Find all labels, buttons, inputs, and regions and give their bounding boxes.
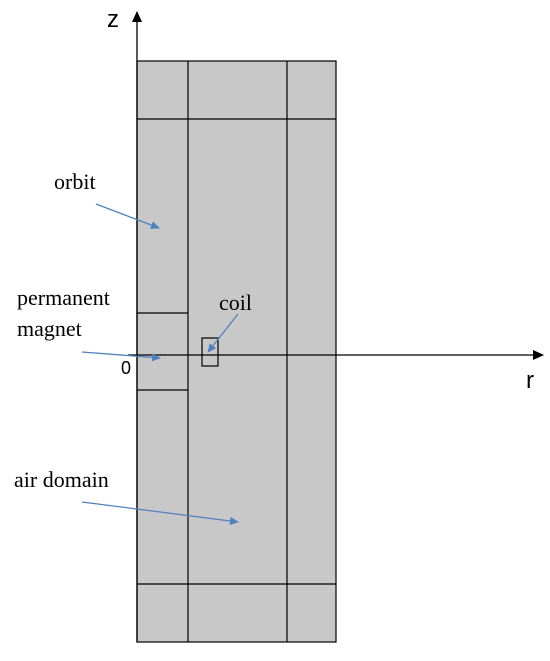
r-axis-label: r <box>526 367 534 394</box>
magnet-arrow <box>81 351 161 362</box>
z-axis-label: z <box>107 6 119 33</box>
permanent-magnet-label-line2: magnet <box>17 316 82 341</box>
coil-label: coil <box>219 290 252 315</box>
air-domain-arrow <box>81 501 239 525</box>
air-domain-region <box>136 60 337 643</box>
permanent-magnet-label-line1: permanent <box>17 285 110 310</box>
orbit-label: orbit <box>54 169 96 194</box>
air-domain-label: air domain <box>14 467 109 492</box>
orbit-arrow <box>95 203 160 229</box>
coil-arrow <box>207 313 239 353</box>
origin-label: 0 <box>121 358 131 378</box>
coil-region <box>201 337 219 367</box>
